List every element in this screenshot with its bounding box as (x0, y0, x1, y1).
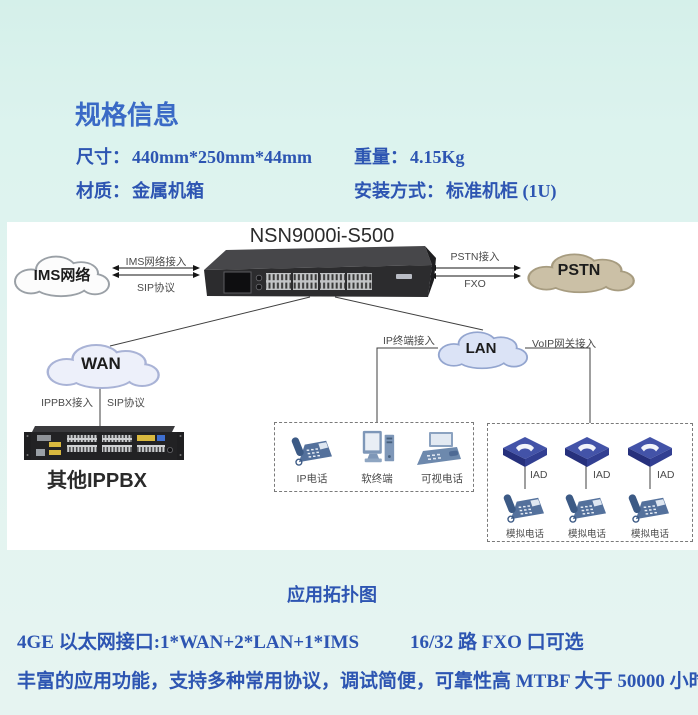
lan-cloud-label: LAN (465, 340, 497, 357)
video-phone-label: 可视电话 (421, 473, 463, 485)
device-title: NSN9000i-S500 (249, 225, 395, 247)
feature-line: 丰富的应用功能，支持多种常用协议，调试简便，可靠性高 MTBF 大于 50000… (17, 671, 698, 692)
other-ippbx-label: 其他IPPBX (47, 470, 148, 492)
link-label-fxo: FXO (464, 278, 486, 290)
iad-label-2: IAD (593, 469, 611, 481)
iad-label-1: IAD (530, 469, 548, 481)
analog-phone-label-2: 模拟电话 (567, 529, 606, 540)
topology-title: 应用拓扑图 (287, 585, 377, 605)
device-screen (223, 271, 252, 294)
link-label-pstn-access: PSTN接入 (450, 251, 500, 263)
nsn9000i-device-image (204, 246, 436, 297)
weight-label: 重量： (354, 147, 408, 167)
link-label-sip-protocol-wan: SIP协议 (107, 397, 145, 409)
spec-row-mount: 安装方式：标准机柜 (1U) (354, 177, 557, 203)
dimension-value: 440mm*250mm*44mm (132, 147, 312, 167)
soft-terminal-label: 软终端 (361, 473, 393, 485)
material-label: 材质： (76, 181, 130, 201)
line-lan-to-terminals (376, 347, 438, 422)
page-title: 规格信息 (75, 100, 180, 130)
ports-summary-line: 4GE 以太网接口:1*WAN+2*LAN+1*IMS 16/32 路 FXO 口… (17, 627, 584, 654)
mount-value: 标准机柜 (1U) (446, 181, 557, 201)
topology-canvas (14, 246, 672, 523)
pstn-arrows (429, 265, 521, 279)
material-value: 金属机箱 (132, 181, 204, 201)
connection-lines (99, 296, 651, 489)
analog-phone-label-1: 模拟电话 (505, 529, 544, 540)
topology-diagram-panel: NSN9000i-S500 IMS网络 WAN LAN PSTN IMS网络接入… (7, 222, 698, 550)
analog-phone-label-3: 模拟电话 (630, 529, 669, 540)
ip-terminals-group-box (274, 422, 474, 492)
weight-value: 4.15Kg (410, 147, 465, 167)
mount-label: 安装方式： (354, 181, 444, 201)
link-label-ims-access: IMS网络接入 (125, 256, 187, 268)
line-device-to-lan (334, 296, 484, 331)
link-label-sip-protocol: SIP协议 (137, 282, 175, 294)
pstn-cloud-label: PSTN (557, 262, 601, 279)
ports-summary-left: 4GE 以太网接口:1*WAN+2*LAN+1*IMS (17, 632, 360, 653)
line-lan-to-iads (525, 347, 591, 423)
spec-row-material: 材质：金属机箱 (76, 177, 204, 203)
device-port-groups (266, 273, 372, 290)
link-label-ippbx-access: IPPBX接入 (41, 397, 93, 409)
link-label-voip-gateway-access: VoIP网关接入 (532, 338, 597, 350)
iad-group-box (487, 423, 693, 542)
wan-cloud-label: WAN (81, 354, 121, 373)
ims-arrows (112, 265, 200, 278)
ims-cloud-label: IMS网络 (33, 267, 91, 284)
spec-row-dimension: 尺寸：440mm*250mm*44mm (76, 143, 312, 169)
iad-label-3: IAD (657, 469, 675, 481)
spec-row-weight: 重量：4.15Kg (354, 143, 465, 169)
ports-summary-right: 16/32 路 FXO 口可选 (410, 632, 584, 653)
ip-phone-label: IP电话 (296, 473, 328, 485)
device-brand-logo (396, 274, 412, 279)
ippbx-device-image (24, 426, 184, 460)
dimension-label: 尺寸： (76, 147, 130, 167)
link-label-ip-terminal-access: IP终端接入 (383, 335, 435, 347)
line-device-to-wan (109, 296, 311, 347)
